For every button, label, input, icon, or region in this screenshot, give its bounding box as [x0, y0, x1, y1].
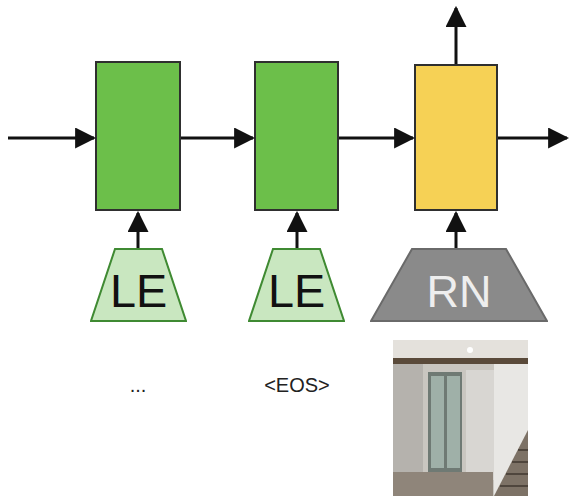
room-photo	[393, 340, 528, 496]
input-arrow	[137, 213, 140, 250]
trapezoid-shape	[249, 249, 344, 321]
encoder-label: LE	[248, 268, 345, 315]
language-encoder: LE	[90, 248, 187, 322]
state-arrow	[498, 137, 567, 140]
state-arrow	[8, 137, 94, 140]
input-arrow	[455, 213, 458, 250]
resnet-encoder: RN	[370, 248, 548, 322]
token-label: <EOS>	[264, 374, 330, 397]
output-arrow	[455, 8, 458, 64]
encoder-label: RN	[370, 269, 548, 314]
encoder-label: LE	[90, 268, 187, 315]
state-arrow	[339, 137, 413, 140]
trapezoid-shape	[91, 249, 186, 321]
input-arrow	[296, 213, 299, 250]
language-encoder: LE	[248, 248, 345, 322]
lstm-cell	[96, 62, 180, 210]
trapezoid-shape	[371, 249, 547, 321]
ellipsis-token: ...	[130, 374, 147, 397]
state-arrow	[181, 137, 253, 140]
lstm-cell	[255, 62, 338, 210]
lstm-cell	[415, 65, 497, 210]
